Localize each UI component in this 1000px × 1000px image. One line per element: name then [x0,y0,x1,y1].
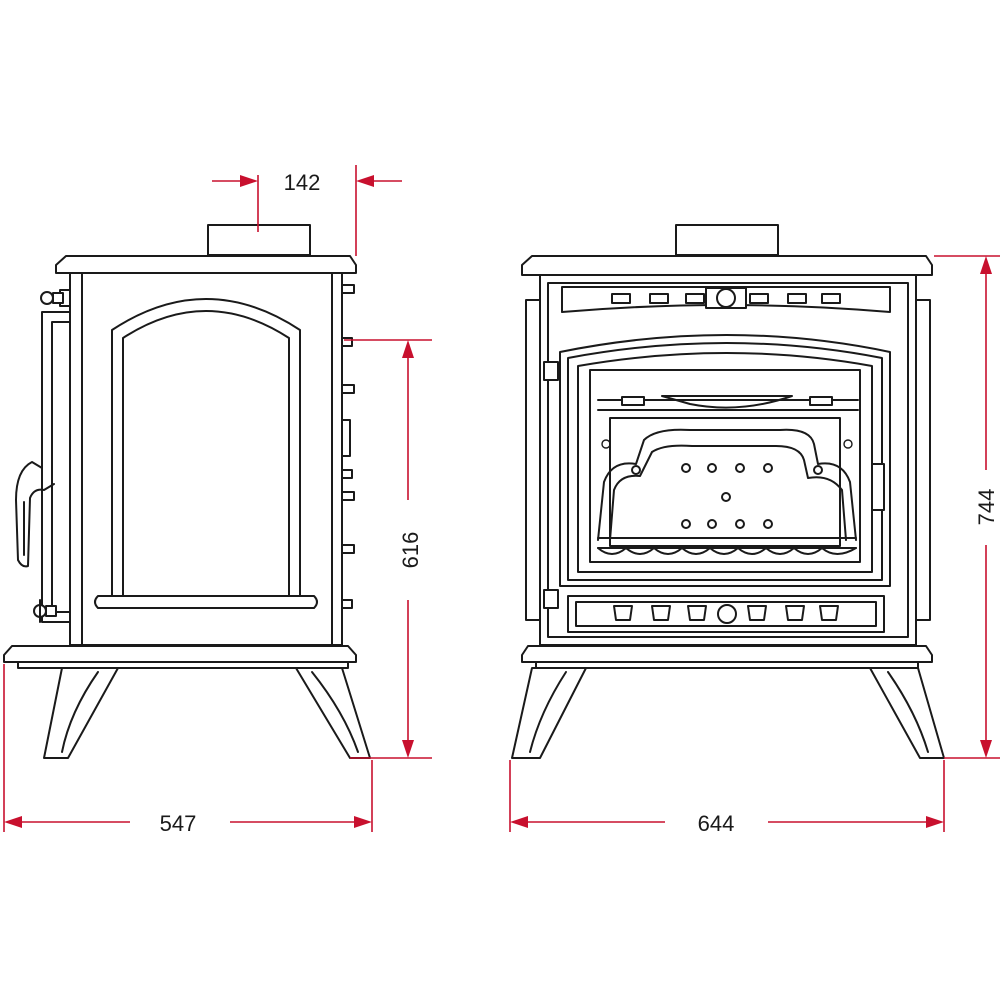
side-depth-label: 547 [160,811,197,836]
front-grate-holes [631,463,823,529]
dimension-flue-width: 142 [212,165,402,256]
side-flue-collar [207,224,311,256]
side-top-plate [55,255,357,274]
side-panel-base [94,595,318,609]
front-base-plate [521,645,933,663]
side-rear-studs [341,284,355,609]
front-top-vents [611,293,841,304]
front-leg-right [869,667,945,759]
front-glass-window [589,369,861,563]
side-leg-rear [295,667,371,759]
side-air-control-bottom [33,599,57,623]
dimension-side-depth: 547 [3,664,373,836]
side-height-label: 616 [398,532,423,569]
front-leg-left [511,667,587,759]
front-top-plate [521,255,933,276]
overall-height-label: 744 [974,489,999,526]
front-top-air-knob [705,287,747,309]
side-body [69,272,343,646]
side-view [3,224,371,759]
dimension-overall-height: 744 [934,255,1000,759]
side-base-plate [3,645,357,663]
side-leg-front [43,667,119,759]
front-bottom-vents [613,605,839,621]
front-flue-collar [675,224,779,256]
dimension-side-height: 616 [344,339,432,759]
front-fire-grate [597,428,857,541]
side-air-control-top [40,291,64,305]
front-ash-lip [597,537,857,549]
side-arched-panel-inner [122,310,290,599]
front-bottom-air-knob [717,604,737,624]
front-width-label: 644 [698,811,735,836]
side-arched-panel-outer [111,298,301,599]
side-door-edge [41,311,71,623]
dimension-front-width: 644 [509,760,945,836]
front-door-latch [871,463,885,511]
flue-width-label: 142 [284,170,321,195]
side-door-handle [15,461,55,568]
front-view [511,224,945,759]
front-door-hinges [543,361,559,609]
